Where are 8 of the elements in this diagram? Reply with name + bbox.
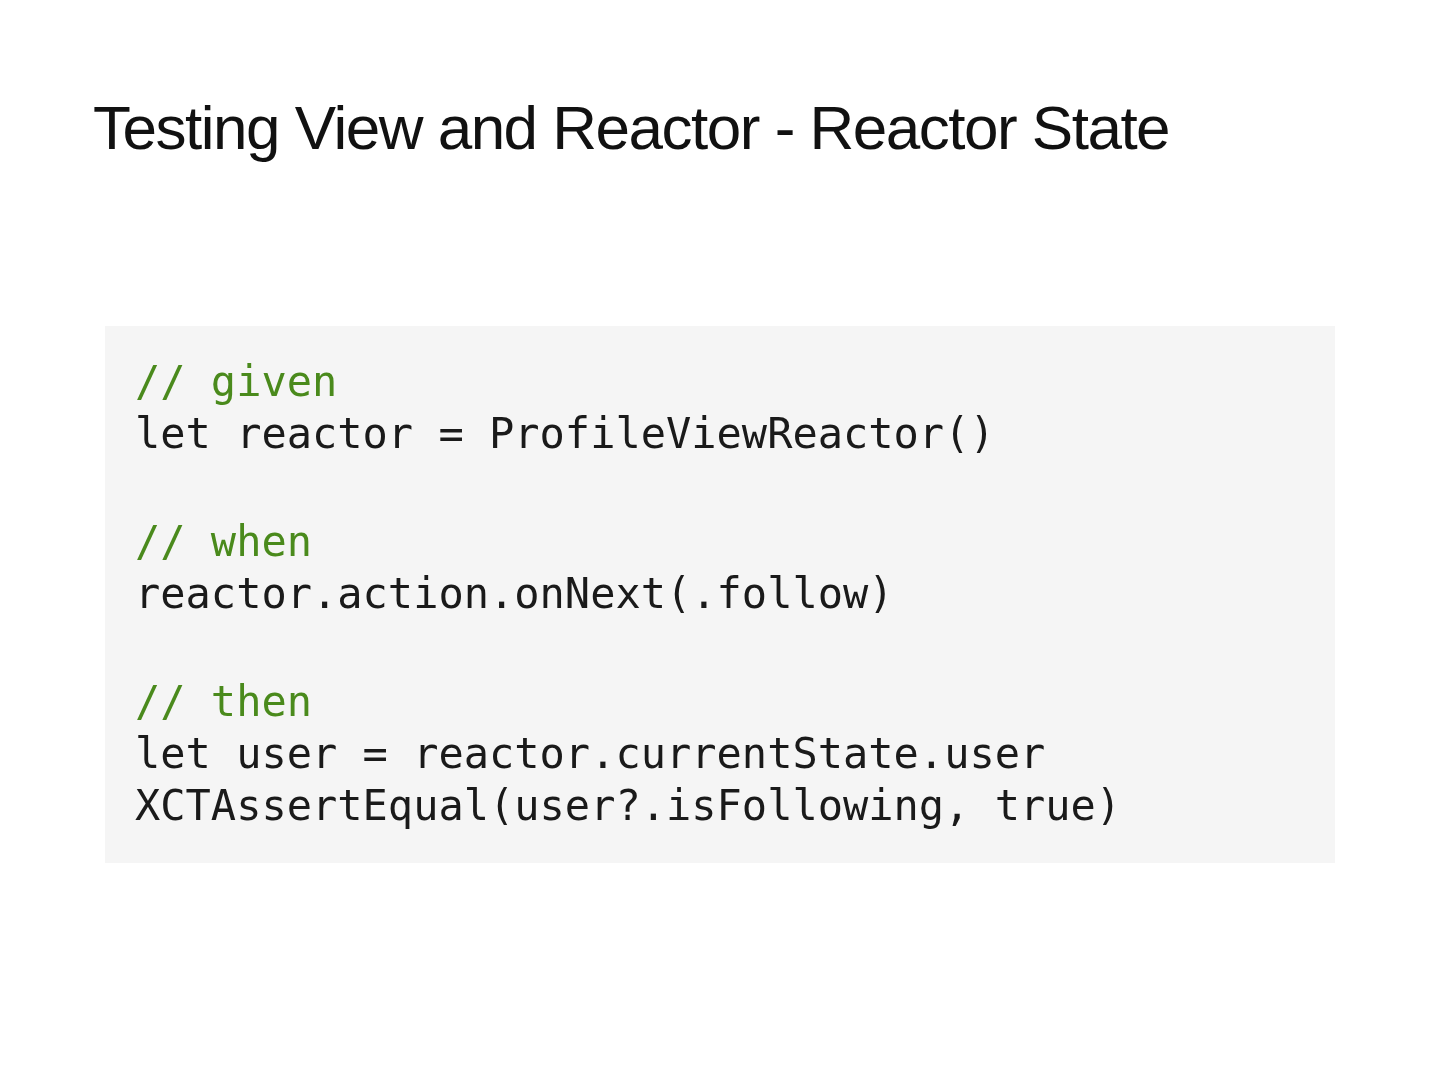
slide-title: Testing View and Reactor - Reactor State (93, 92, 1170, 163)
code-line: reactor.action.onNext(.follow) (135, 568, 894, 620)
code-comment: // when (135, 516, 312, 568)
code-comment: // given (135, 356, 338, 408)
code-line: let user = reactor.currentState.user (135, 728, 1046, 780)
code-comment: // then (135, 676, 312, 728)
code-line: let reactor = ProfileViewReactor() (135, 408, 995, 460)
code-line: XCTAssertEqual(user?.isFollowing, true) (135, 780, 1122, 832)
